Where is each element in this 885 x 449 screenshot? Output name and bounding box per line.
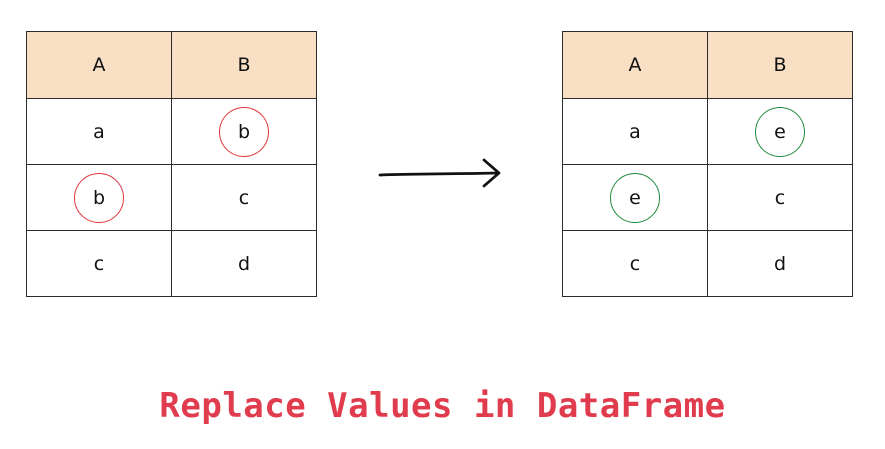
header-row: A B [26,31,317,99]
table-cell: b [26,164,172,231]
after-table: A B a e e c [562,31,853,297]
table-row: c d [562,230,853,297]
cell-value: b [237,120,251,143]
highlighted-cell: e [754,106,805,157]
table-cell: a [26,98,172,165]
cell-value: e [629,186,641,209]
caption-title: Replace Values in DataFrame [159,386,726,426]
table-cell: c [171,164,317,231]
table-cell: c [707,164,853,231]
table-row: b c [26,164,317,231]
cell-value: c [774,186,786,209]
highlighted-cell: e [609,172,660,223]
cell-value: c [238,186,250,209]
table-row: a b [26,98,317,165]
table-cell: b [171,98,317,165]
column-header-a: A [562,31,708,99]
cell-value: b [92,186,106,209]
column-header-b: B [707,31,853,99]
column-header-a: A [26,31,172,99]
highlighted-cell: b [219,106,269,157]
cell-value: a [629,120,641,143]
table-cell: e [562,164,708,231]
table-cell: d [171,230,317,297]
right-arrow-icon [378,158,501,188]
table-cell: e [707,98,853,165]
table-cell: d [707,230,853,297]
header-row: A B [562,31,853,99]
table-cell: a [562,98,708,165]
cell-value: a [93,120,105,143]
table-row: e c [562,164,853,231]
table-cell: c [26,230,172,297]
table-row: a e [562,98,853,165]
column-header-b: B [171,31,317,99]
before-table: A B a b b c [26,31,317,297]
table-cell: c [562,230,708,297]
table-row: c d [26,230,317,297]
highlighted-cell: b [74,172,124,223]
cell-value: e [774,120,786,143]
cell-value: c [629,252,641,275]
cell-value: d [237,252,251,275]
cell-value: c [93,252,105,275]
cell-value: d [773,252,787,275]
